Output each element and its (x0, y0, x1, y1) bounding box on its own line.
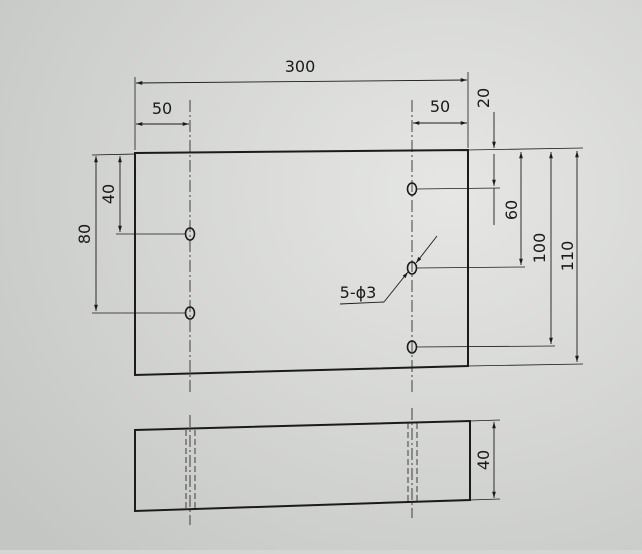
ext-line-bottom-edge (467, 363, 584, 367)
label-thickness: 40 (474, 450, 493, 470)
ext-line-hole-3 (415, 345, 556, 348)
label-left-50: 50 (152, 99, 172, 118)
ext-line-hole-1 (415, 187, 501, 190)
ext-line-left-top (91, 153, 136, 156)
callout-shoulder (339, 301, 385, 305)
ext-line-hole-2 (415, 266, 526, 269)
ext-line-top-edge (467, 147, 584, 151)
label-right-50: 50 (430, 97, 450, 116)
dim-line-300 (135, 78, 468, 85)
label-overall-width: 300 (285, 57, 316, 76)
label-hole-callout: 5-ϕ3 (340, 283, 377, 302)
label-110: 110 (558, 241, 577, 272)
ext-line-front-top (469, 419, 501, 422)
callout-leader-upper (415, 235, 438, 264)
label-20: 20 (474, 88, 493, 108)
ext-line-front-bottom (469, 498, 501, 501)
label-60: 60 (502, 200, 521, 220)
label-100: 100 (530, 233, 549, 264)
label-left-40: 40 (99, 184, 118, 204)
label-left-80: 80 (75, 224, 94, 244)
callout-leader-lower (383, 271, 409, 303)
